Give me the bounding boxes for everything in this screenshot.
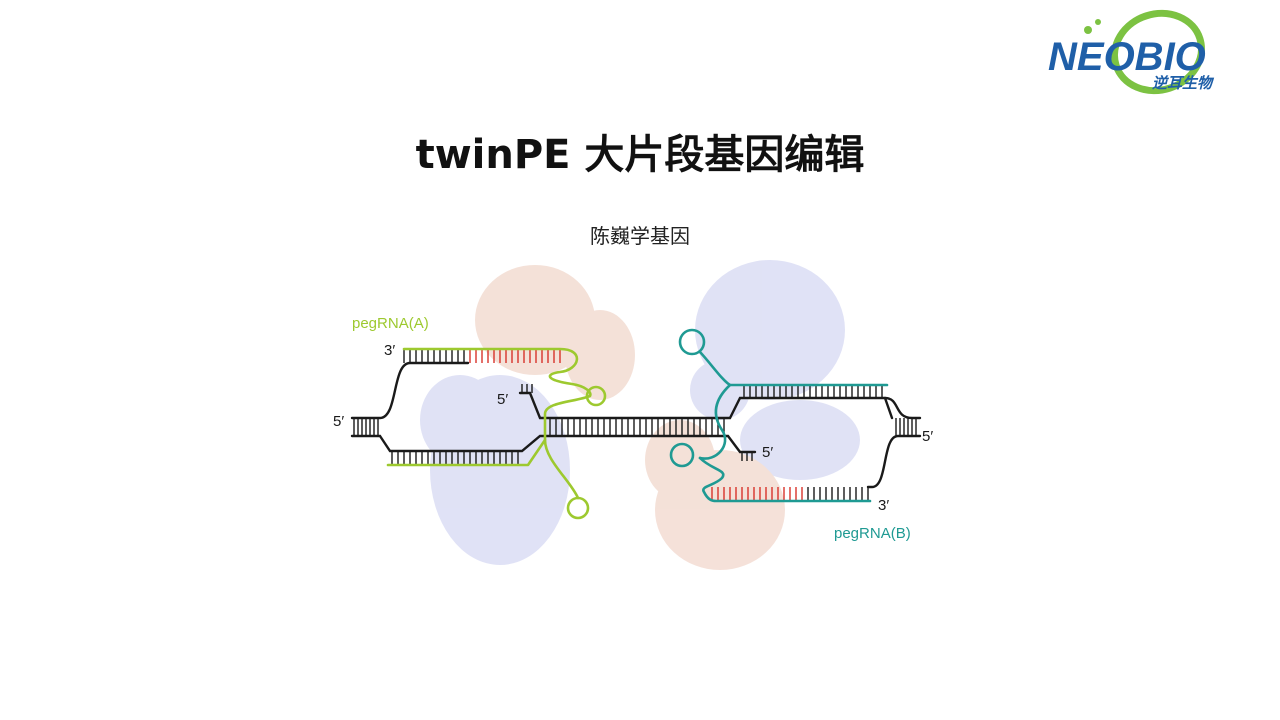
dna-top-strand-left (350, 361, 470, 420)
dna-top-right-edge (883, 396, 894, 420)
dna-strands (350, 361, 922, 489)
neobio-logo: NEOBIO 逆耳生物 (1048, 9, 1215, 95)
pegrna-a-label: pegRNA(A) (352, 315, 429, 332)
protein-background (420, 260, 860, 570)
nick-top-5prime-label: 5′ (497, 391, 508, 408)
bottom-3prime-label: 3′ (878, 497, 889, 514)
edit-base-pairs (469, 349, 803, 501)
logo-brand-text: NEOBIO (1048, 35, 1206, 79)
top-3prime-label: 3′ (384, 342, 395, 359)
dna-bottom-strand-right (866, 434, 922, 489)
slide-title: twinPE 大片段基因编辑 (415, 132, 865, 178)
logo-dot (1095, 19, 1101, 25)
dna-bottom-strand-left (350, 434, 757, 454)
logo-chinese-text: 逆耳生物 (1152, 74, 1215, 92)
dna-top-strand-nick (518, 391, 922, 420)
left-5prime-label: 5′ (333, 413, 344, 430)
right-5prime-label: 5′ (922, 428, 933, 445)
logo-dot (1084, 26, 1092, 34)
nick-bottom-5prime-label: 5′ (762, 444, 773, 461)
pegrna-a (386, 347, 607, 520)
pegrna-b-label: pegRNA(B) (834, 525, 911, 542)
base-pairs (353, 349, 917, 501)
logo-green-swoosh (1111, 9, 1205, 95)
pegrna-b (669, 328, 889, 503)
twinpe-diagram: pegRNA(A) pegRNA(B) 3′ 5′ 5′ 5′ 5′ 3′ (333, 260, 933, 570)
slide-subtitle: 陈巍学基因 (590, 224, 690, 248)
